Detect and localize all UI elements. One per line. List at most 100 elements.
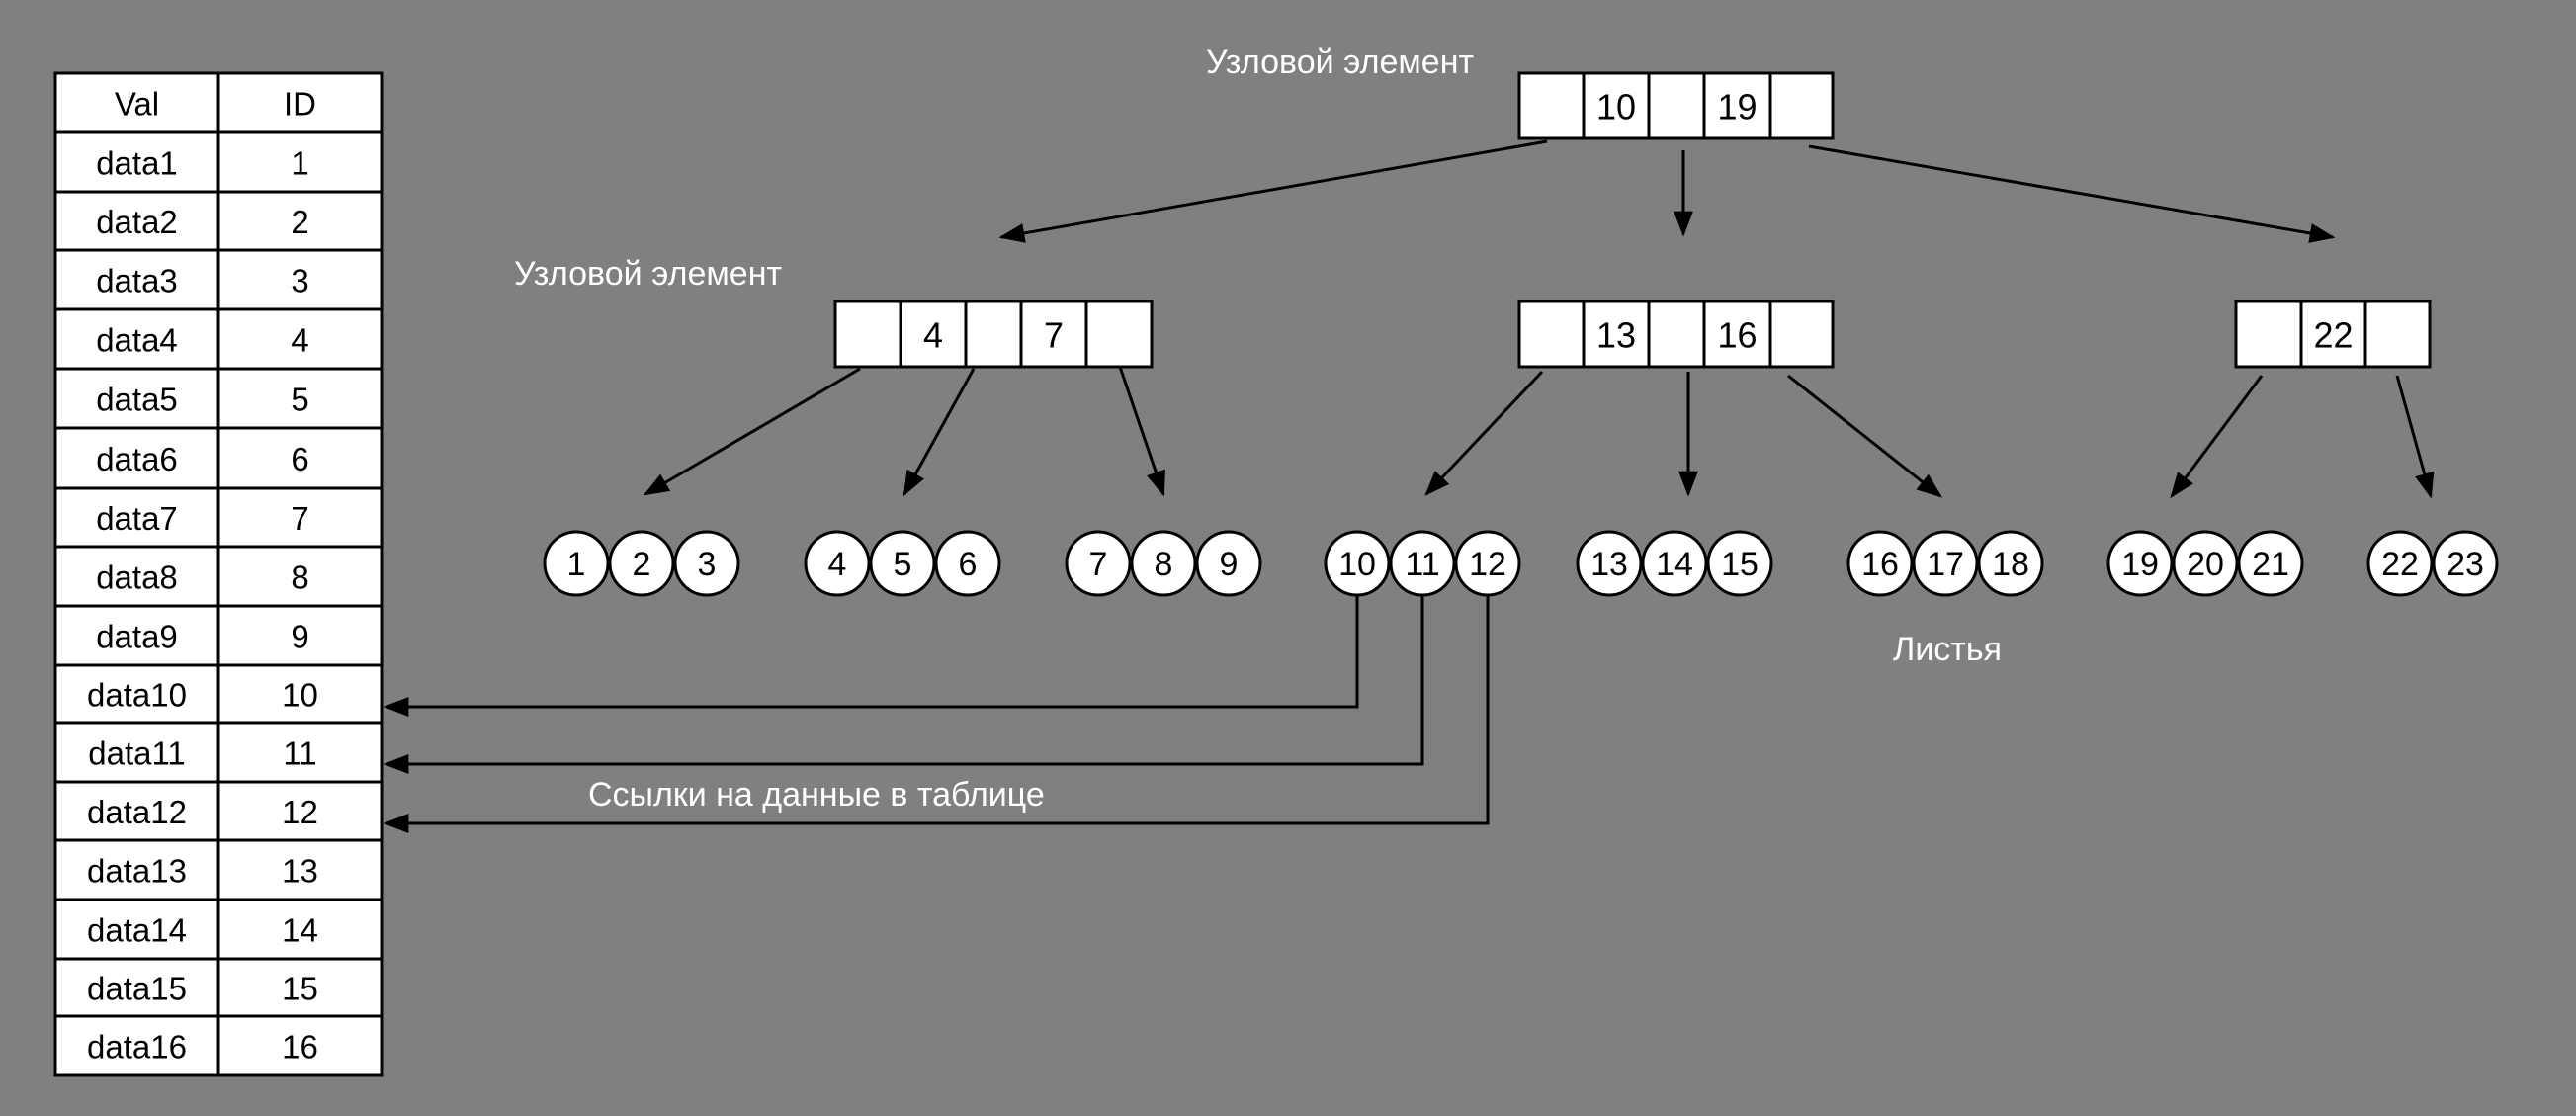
- leaf-group: 19 20 21: [2106, 530, 2304, 597]
- leaf-key: 4: [828, 546, 847, 583]
- data-links: [383, 595, 1490, 833]
- leaf-circle: [1130, 530, 1197, 597]
- tree-arrow: [998, 139, 1548, 243]
- cell-val: data12: [87, 794, 187, 830]
- data-link-arrow: [383, 595, 1424, 774]
- cell-id: 8: [291, 559, 308, 596]
- pointer-slot: [2234, 300, 2303, 369]
- leaf-key: 20: [2187, 546, 2224, 583]
- root-node-label: Узловой элемент: [1206, 43, 1474, 81]
- leaf-key: 2: [633, 546, 651, 583]
- node-key: 10: [1596, 87, 1636, 128]
- pointer-slot: [1084, 300, 1154, 369]
- key-cell: [1702, 71, 1772, 140]
- cell-id: 14: [282, 912, 318, 949]
- table-row: data14 14: [53, 898, 384, 961]
- leaf-key: 22: [2381, 546, 2419, 583]
- leaf-key: 15: [1721, 546, 1759, 583]
- node-key: 19: [1717, 87, 1757, 128]
- leaf-circle: [934, 530, 1001, 597]
- cell-id: 1: [291, 145, 308, 182]
- table-cell: [216, 780, 384, 842]
- table-cell: [216, 486, 384, 549]
- table-cell: [216, 130, 384, 194]
- tree-arrows: [643, 139, 2435, 499]
- leaf-circle: [1846, 530, 1914, 597]
- table-cell: [53, 957, 220, 1018]
- leaf-key: 21: [2252, 546, 2289, 583]
- tree-arrow: [1424, 370, 1544, 496]
- tree-arrow: [2395, 375, 2435, 499]
- leaf-key: 18: [1992, 546, 2029, 583]
- key-cell: [899, 300, 968, 369]
- leaf-circle: [1977, 530, 2044, 597]
- leaf-circle: [1912, 530, 1979, 597]
- cell-val: data11: [88, 735, 185, 772]
- table-row: data8 8: [53, 545, 384, 608]
- leaf-key: 14: [1656, 546, 1693, 583]
- table-cell: [216, 367, 384, 430]
- header-id: ID: [284, 86, 316, 123]
- cell-val: data6: [96, 441, 178, 477]
- cell-id: 9: [291, 619, 308, 655]
- cell-id: 7: [291, 500, 308, 537]
- node-key: 13: [1596, 315, 1636, 356]
- table-cell: [216, 190, 384, 252]
- node-key: 7: [1044, 315, 1064, 356]
- table-cell: [53, 663, 220, 725]
- pointer-slot: [1517, 300, 1586, 369]
- cell-val: data7: [96, 500, 178, 537]
- inner-node-3: 22: [2234, 300, 2432, 369]
- leaf-key: 3: [698, 546, 717, 583]
- key-cell: [1582, 300, 1651, 369]
- leaf-circle: [1065, 530, 1132, 597]
- key-cell: [2299, 300, 2367, 369]
- cell-val: data16: [87, 1029, 187, 1066]
- pointer-slot: [2363, 300, 2432, 369]
- table-cell: [53, 71, 220, 134]
- leaf-key: 6: [959, 546, 978, 583]
- cell-val: data14: [87, 912, 187, 949]
- cell-id: 10: [282, 677, 318, 714]
- table-cell: [216, 1014, 384, 1077]
- pointer-slot: [1517, 71, 1586, 140]
- table-cell: [216, 307, 384, 371]
- table-cell: [53, 545, 220, 608]
- leaf-key: 10: [1338, 546, 1376, 583]
- header-val: Val: [115, 86, 159, 123]
- table-cell: [216, 721, 384, 784]
- tree-arrow: [1787, 374, 1943, 498]
- leaf-circle: [869, 530, 936, 597]
- table-header: Val ID: [53, 71, 384, 134]
- node-key: 22: [2313, 315, 2353, 356]
- pointer-slot: [1768, 300, 1835, 369]
- leaf-key: 19: [2121, 546, 2159, 583]
- key-cell: [1582, 71, 1651, 140]
- cell-val: data8: [96, 559, 178, 596]
- cell-id: 15: [282, 971, 318, 1007]
- cell-val: data3: [96, 263, 178, 300]
- table-cell: [216, 248, 384, 311]
- leaf-key: 17: [1927, 546, 1964, 583]
- table-cell: [216, 898, 384, 961]
- pointer-slot: [1768, 71, 1835, 140]
- cell-id: 13: [282, 853, 318, 890]
- inner-node-label: Узловой элемент: [514, 255, 782, 293]
- links-label: Ссылки на данные в таблице: [588, 776, 1045, 814]
- leaf-circle: [2432, 530, 2499, 597]
